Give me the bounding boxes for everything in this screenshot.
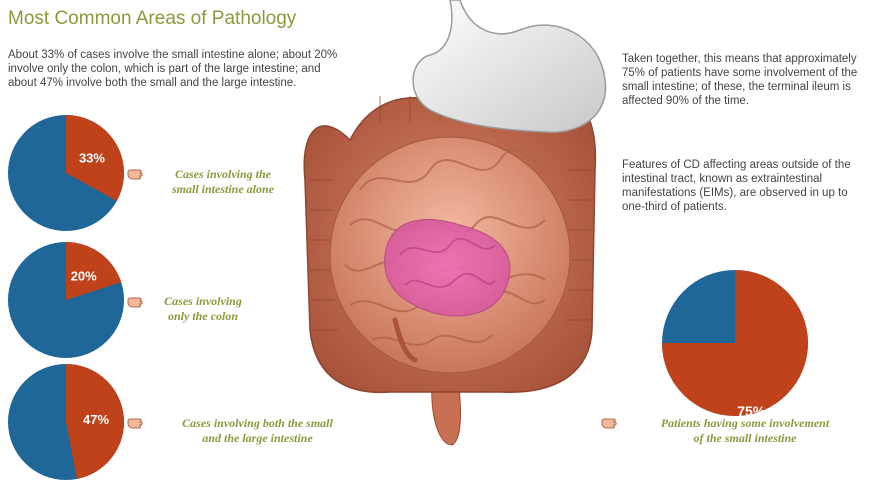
eim-text: Features of CD affecting areas outside o… [622, 159, 851, 213]
caption-line: Cases involving both the small [182, 416, 333, 430]
pie-slice-highlight [662, 270, 808, 416]
caption-line: Cases involving the [174, 167, 271, 181]
pie-chart-small-intestine: 33% [8, 115, 124, 231]
caption-both: Cases involving both the small and the l… [150, 416, 365, 446]
caption-colon: Cases involving only the colon [148, 294, 258, 324]
pie-value-label: 47% [83, 412, 109, 427]
page-title: Most Common Areas of Pathology [8, 8, 297, 29]
pie-slice-highlight [66, 364, 125, 479]
caption-line: small intestine alone [171, 182, 274, 196]
pie-value-label: 33% [79, 151, 105, 166]
pie-value-label: 75% [737, 403, 766, 419]
caption-line: Patients having some involvement [660, 416, 830, 430]
digestive-tract-illustration [303, 0, 607, 446]
pie-slice-highlight [66, 115, 124, 201]
pie-chart-both: 47% [8, 364, 125, 480]
pie-slice-highlight [66, 242, 122, 300]
caption-small-intestine: Cases involving the small intestine alon… [148, 167, 298, 197]
caption-line: and the large intestine [202, 431, 313, 445]
pointing-hand-icon [601, 418, 617, 429]
caption-line: only the colon [167, 309, 238, 323]
caption-line: Cases involving [164, 294, 242, 308]
pointing-hand-icon [127, 297, 143, 308]
pointing-hand-icon [127, 169, 143, 180]
pie-chart-overall: 75% [662, 270, 808, 419]
caption-line: of the small intestine [693, 431, 797, 445]
pie-chart-colon: 20% [8, 242, 124, 358]
summary-text: Taken together, this means that approxim… [622, 53, 858, 107]
pie-value-label: 20% [71, 269, 97, 284]
caption-overall: Patients having some involvement of the … [625, 416, 865, 446]
pointing-hand-icon [127, 418, 143, 429]
intro-text: About 33% of cases involve the small int… [8, 49, 338, 89]
